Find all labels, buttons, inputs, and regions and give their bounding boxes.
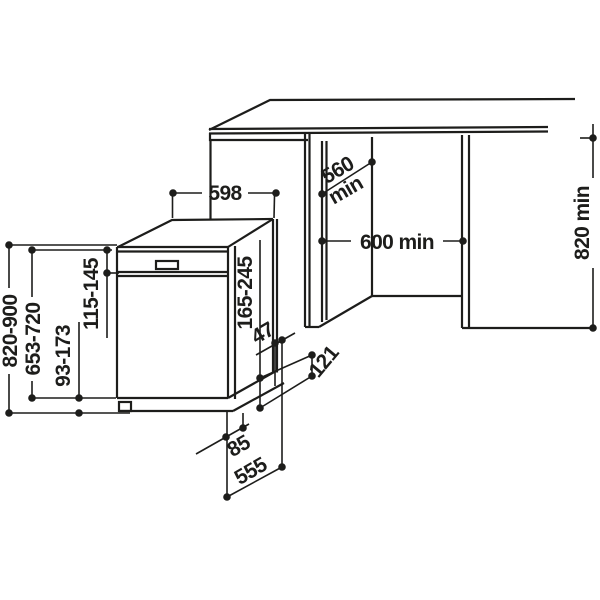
countertop xyxy=(208,97,576,219)
niche-right-wall xyxy=(460,135,593,330)
door-handle xyxy=(154,259,180,271)
dim-console-height: 115-145 xyxy=(80,246,111,338)
dim-top-width: 598 xyxy=(169,182,280,219)
dim-label-top-width: 598 xyxy=(208,182,242,205)
dim-label-body-height: 653-720 xyxy=(22,303,45,376)
dim-body-height: 653-720 xyxy=(22,246,45,402)
dim-label-side-height: 165-245 xyxy=(234,256,257,330)
dim-label-niche-height: 820 min xyxy=(571,186,594,260)
niche-floor xyxy=(305,294,462,329)
dishwasher xyxy=(115,217,285,413)
dim-label-overall-height: 820-900 xyxy=(0,295,22,368)
dim-overall-height: 820-900 xyxy=(0,241,22,417)
dim-niche-height: 820 min xyxy=(571,124,597,332)
dim-depth-47: 47 xyxy=(247,318,296,467)
dim-plinth-height: 93-173 xyxy=(52,322,83,417)
dim-niche-width: 600 min xyxy=(318,231,467,254)
dim-depth-555: 555 xyxy=(223,453,286,501)
dim-label-niche-width: 600 min xyxy=(360,231,434,254)
dim-label-console-height: 115-145 xyxy=(80,257,103,330)
adjustable-foot xyxy=(117,400,133,413)
dim-label-plinth-height: 93-173 xyxy=(52,325,75,387)
plinth-base xyxy=(117,382,285,413)
control-console xyxy=(117,259,228,278)
